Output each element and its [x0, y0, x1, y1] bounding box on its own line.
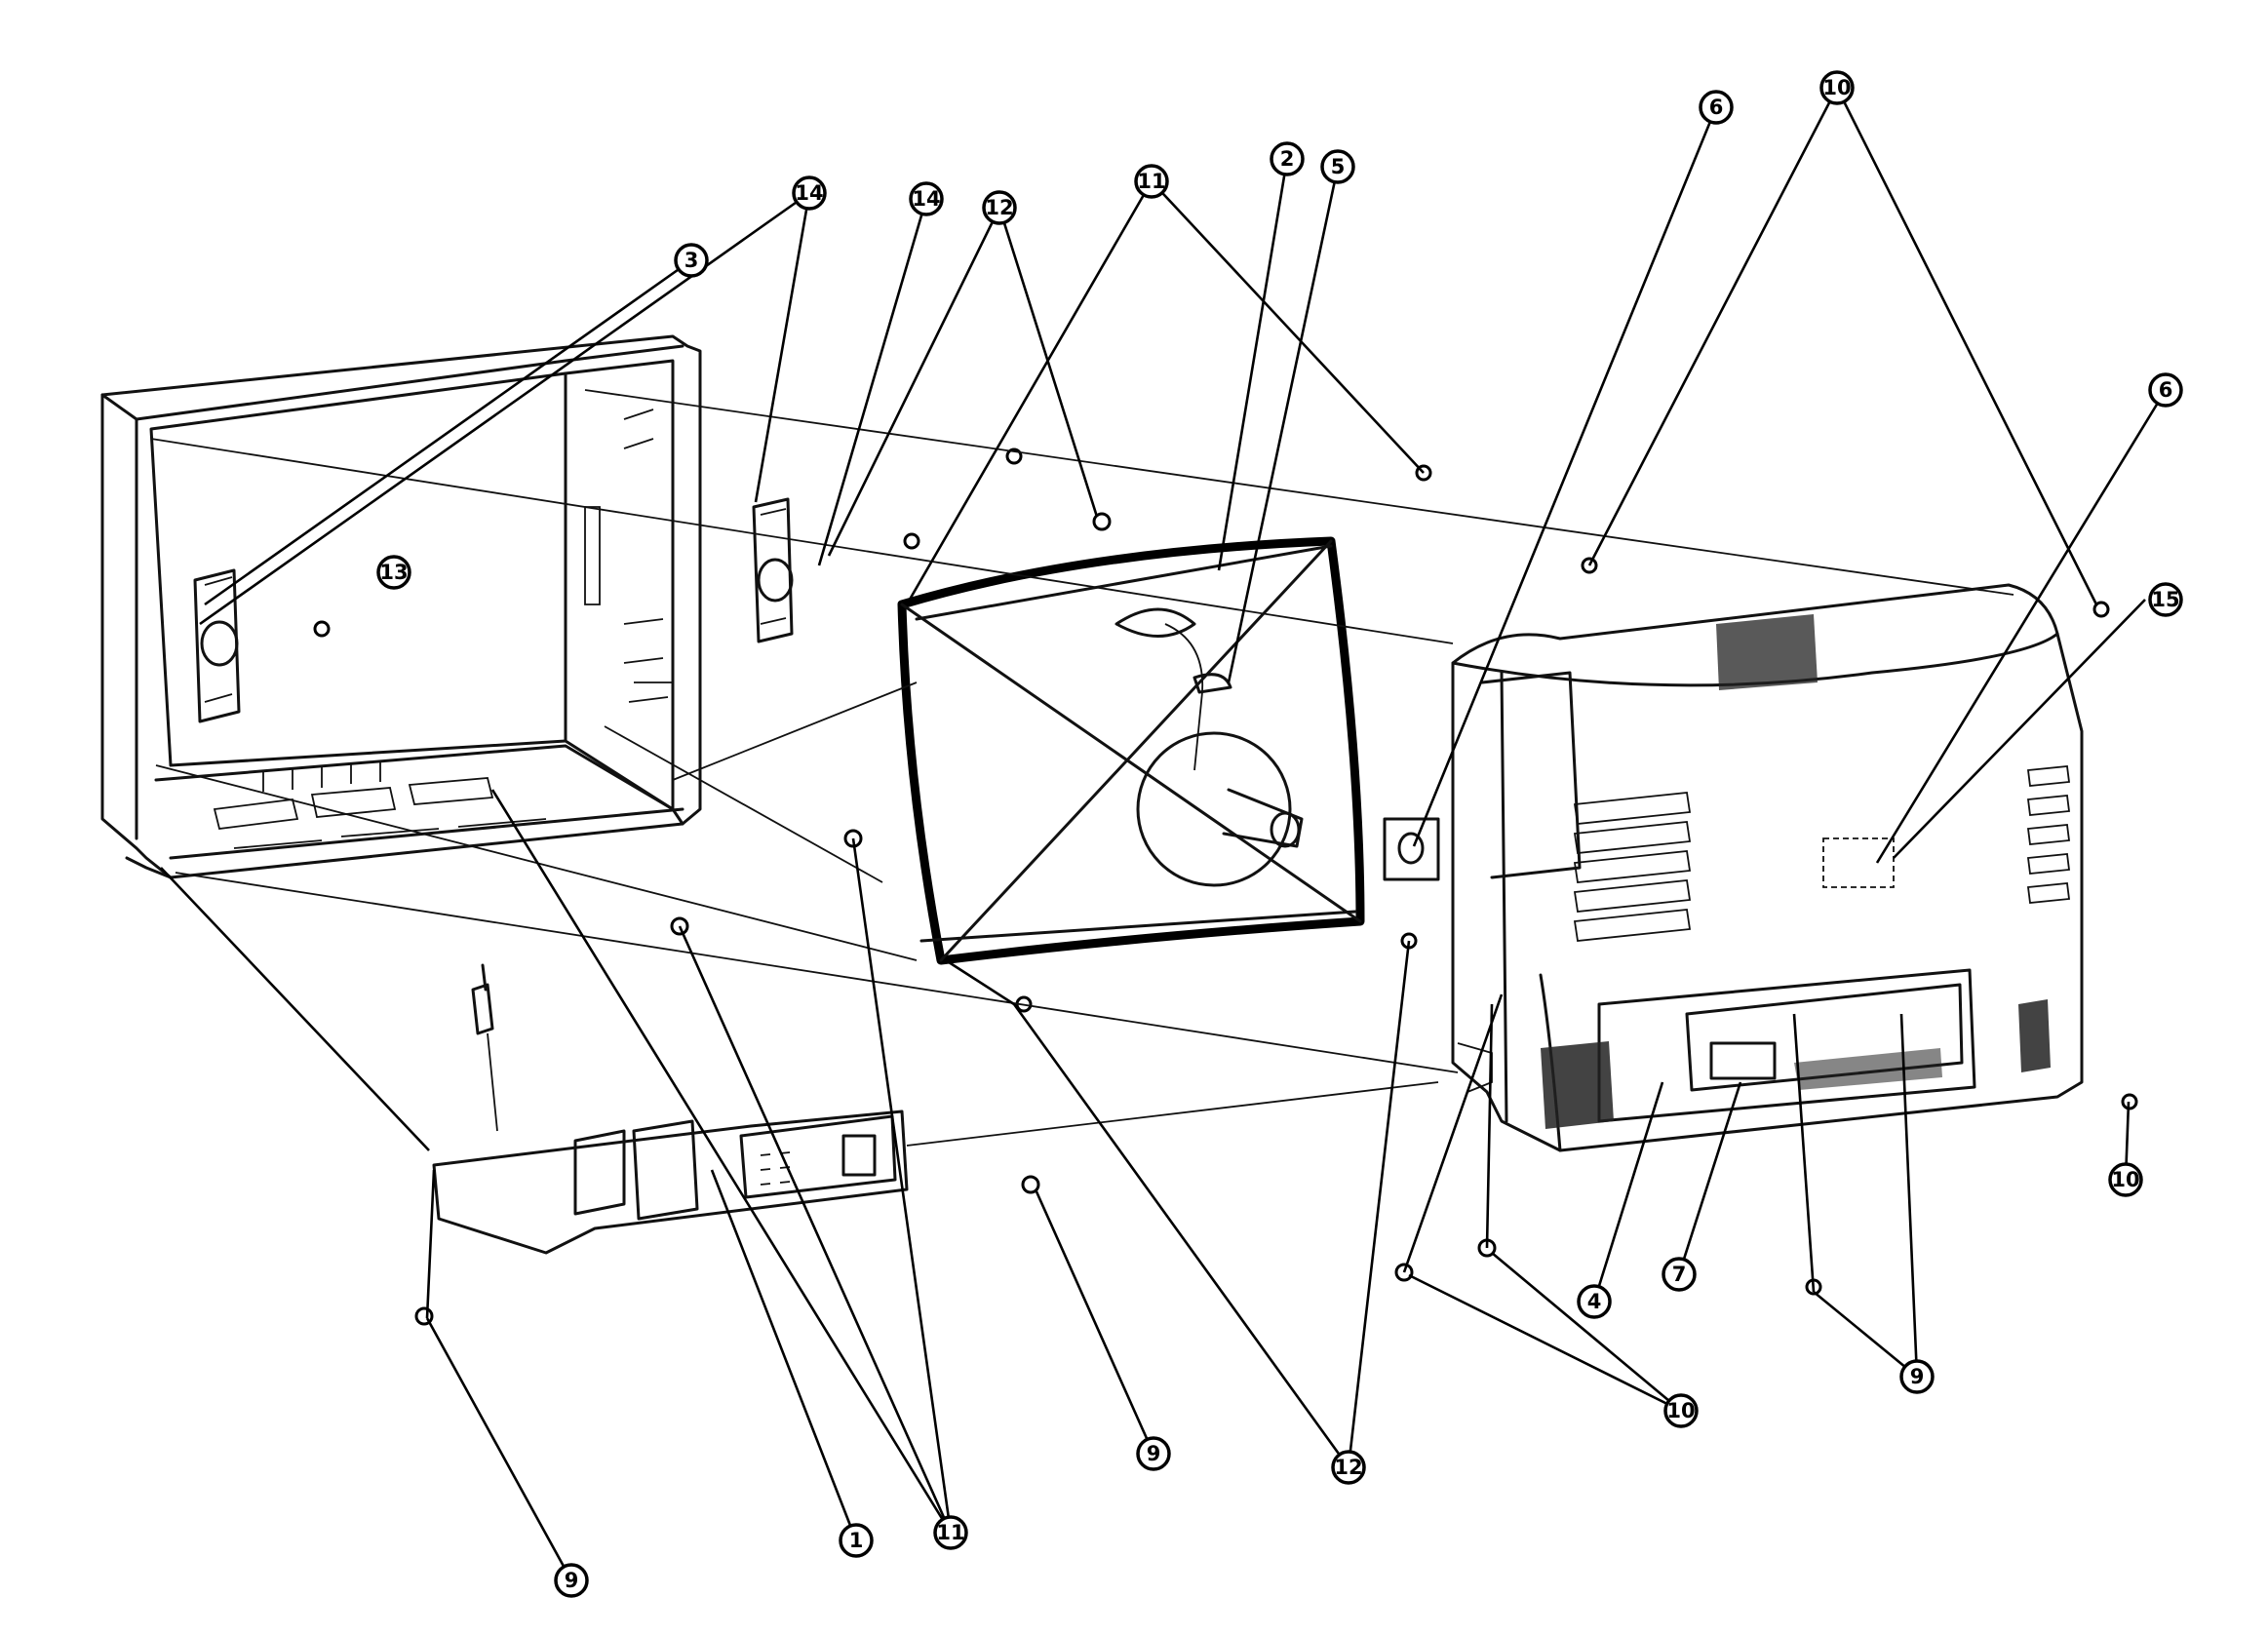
callout-10-top: 10	[1819, 70, 1855, 105]
leader-lines	[160, 87, 2168, 1581]
svg-text:9: 9	[1147, 1442, 1161, 1465]
svg-text:11: 11	[936, 1521, 964, 1544]
svg-text:3: 3	[684, 249, 699, 272]
svg-text:10: 10	[1666, 1399, 1695, 1422]
callout-5: 5	[1320, 149, 1355, 184]
callout-13: 14	[792, 175, 827, 211]
callout-14-left: 13	[376, 555, 411, 590]
svg-text:13: 13	[379, 561, 408, 584]
callout-11-bottom: 12	[1331, 1450, 1366, 1485]
callout-10-right: 10	[2108, 1162, 2143, 1197]
callout-15: 15	[2148, 582, 2183, 617]
vent-slots-right	[2026, 765, 2071, 904]
svg-text:5: 5	[1331, 155, 1346, 178]
callout-2: 2	[1270, 141, 1305, 176]
svg-text:10: 10	[2111, 1168, 2139, 1191]
callout-12-top: 12	[982, 190, 1017, 225]
callout-9-left: 9	[554, 1563, 589, 1598]
svg-text:12: 12	[985, 196, 1013, 219]
callout-6-top: 6	[1699, 90, 1734, 125]
vent-slots-left	[1573, 792, 1692, 942]
callout-6-right: 6	[2148, 372, 2183, 408]
rating-label	[1709, 1041, 1777, 1080]
back-cover	[1451, 583, 2084, 1152]
svg-text:10: 10	[1822, 76, 1851, 99]
alignment-lines	[150, 389, 2014, 1073]
callout-1: 1	[839, 1523, 874, 1558]
svg-text:6: 6	[2159, 378, 2173, 402]
svg-text:7: 7	[1672, 1263, 1687, 1286]
main-chassis	[432, 963, 1439, 1255]
callout-7: 7	[1662, 1257, 1697, 1292]
svg-text:11: 11	[1137, 170, 1165, 193]
svg-text:12: 12	[1334, 1456, 1362, 1479]
picture-tube	[897, 536, 1440, 965]
svg-text:14: 14	[795, 181, 823, 205]
svg-text:15: 15	[2151, 588, 2179, 611]
callout-12-bottom: 11	[933, 1515, 968, 1550]
svg-text:9: 9	[1910, 1365, 1925, 1388]
callout-14-top: 14	[909, 181, 944, 216]
callout-9-middle: 9	[1136, 1436, 1171, 1471]
svg-text:2: 2	[1280, 147, 1295, 171]
callout-4: 4	[1577, 1284, 1612, 1319]
callout-9-right: 9	[1899, 1359, 1935, 1394]
svg-text:4: 4	[1587, 1290, 1602, 1313]
callout-11-top: 11	[1134, 164, 1169, 199]
svg-text:14: 14	[912, 187, 940, 211]
front-cabinet	[100, 334, 702, 879]
right-speaker	[752, 497, 794, 643]
svg-text:9: 9	[565, 1569, 579, 1592]
svg-text:1: 1	[849, 1529, 864, 1552]
callouts: 14 3 14 13 12 11 2 5 6 10 6 15 10 4 7 9 …	[376, 70, 2183, 1598]
svg-text:6: 6	[1709, 96, 1724, 119]
left-speaker	[193, 568, 241, 723]
label-area-15	[1822, 837, 1895, 888]
callout-3: 3	[674, 243, 709, 278]
callout-10-bottom: 10	[1663, 1393, 1699, 1428]
